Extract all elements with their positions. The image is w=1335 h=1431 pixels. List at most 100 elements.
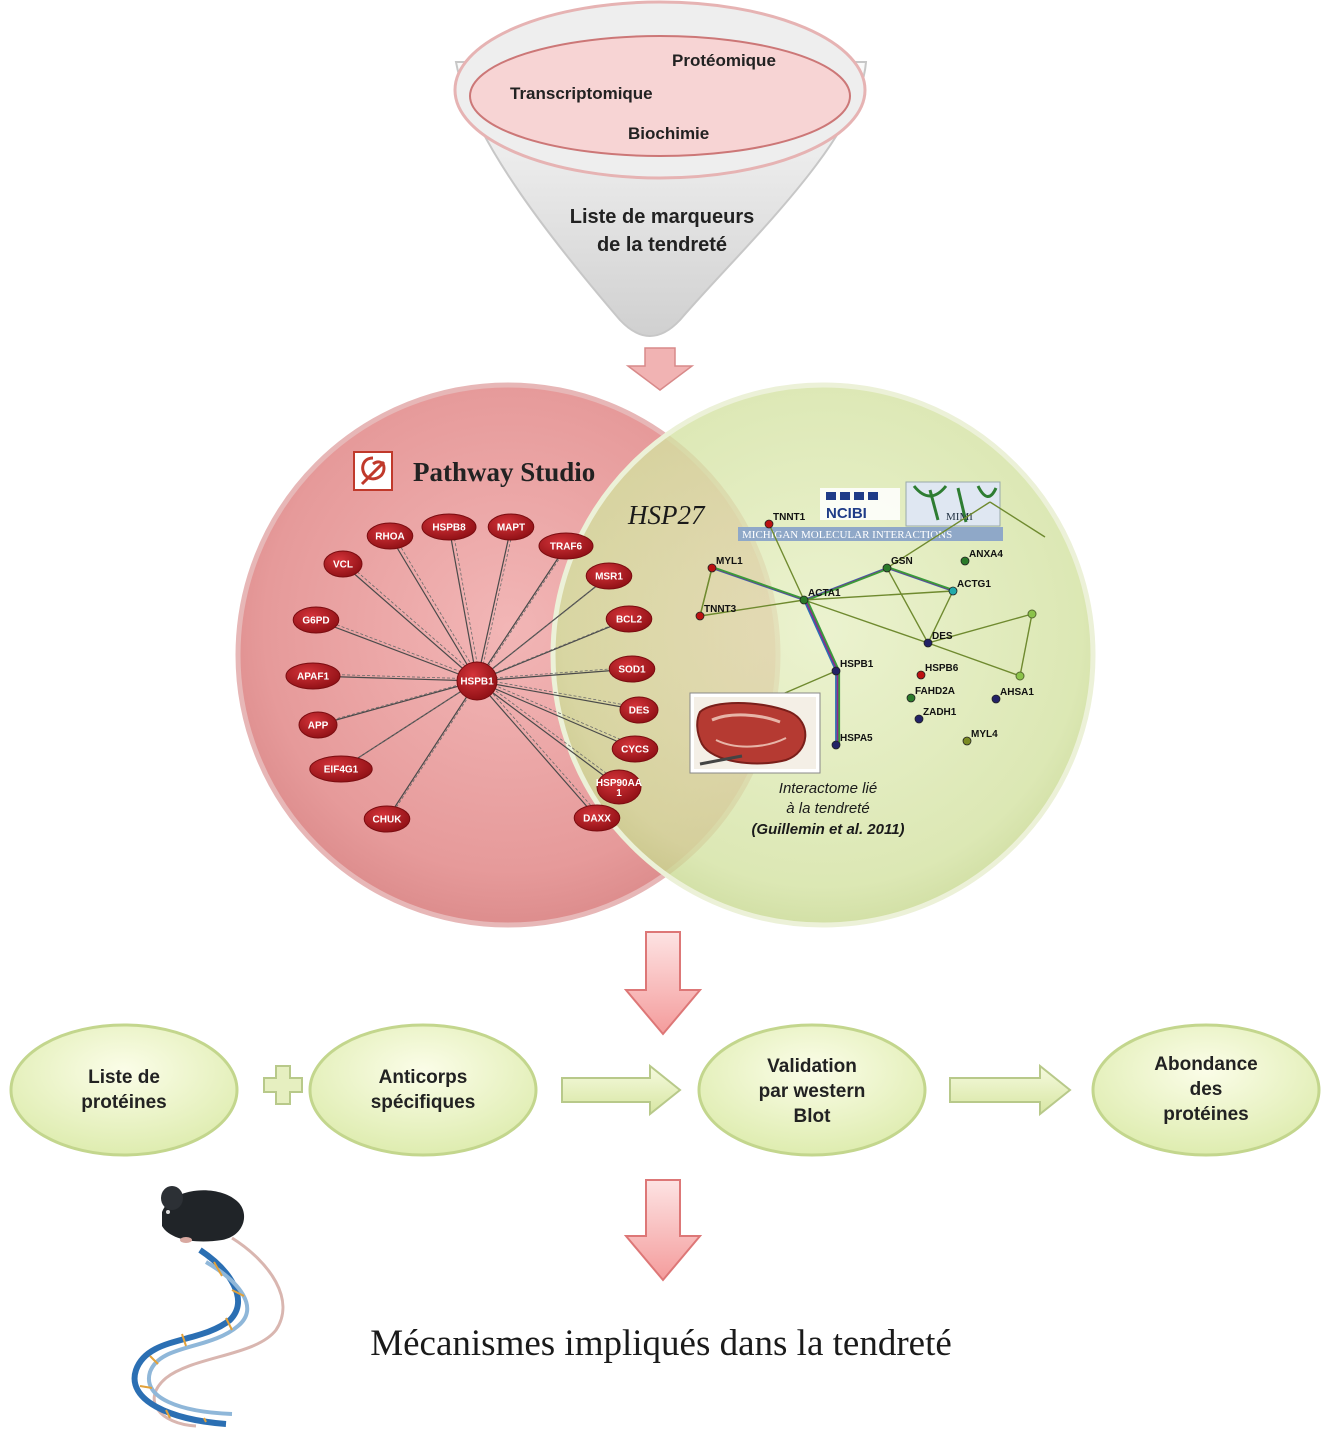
svg-text:NCIBI: NCIBI	[826, 505, 867, 522]
pathway-edge-traf6	[476, 544, 567, 682]
svg-text:HSP90AA: HSP90AA	[596, 778, 642, 789]
interactome-node-anxa4: ANXA4	[960, 549, 1003, 566]
interactome-node-myl4: MYL4	[962, 729, 998, 746]
pathway-node-chuk: CHUK	[363, 805, 411, 833]
pathway-node-des: DES	[619, 696, 659, 724]
pathway-edge-secondary-apaf1	[315, 673, 481, 680]
interactome-caption-line2: à la tendreté	[786, 800, 869, 817]
pathway-node-eif4g1: EIF4G1	[309, 755, 373, 783]
svg-text:ACTA1: ACTA1	[808, 588, 841, 599]
pathway-edge-app	[316, 680, 478, 727]
pathway-node-sod1: SOD1	[608, 655, 656, 683]
interactome-node-gsn: GSN	[882, 556, 913, 573]
pathway-node-apaf1: APAF1	[285, 662, 341, 690]
mimi-logo: MIMI	[905, 481, 1001, 527]
interactome-edge-gsn-des	[886, 567, 929, 644]
svg-text:MYL1: MYL1	[716, 556, 743, 567]
pathway-edge-secondary-mapt	[479, 524, 515, 680]
interactome-junction-0	[1027, 609, 1037, 619]
svg-text:HSPB8: HSPB8	[432, 523, 466, 534]
pathway-edge-daxx	[476, 680, 598, 819]
svg-text:1: 1	[616, 788, 622, 799]
svg-text:FAHD2A: FAHD2A	[915, 686, 955, 697]
svg-text:MAPT: MAPT	[497, 523, 525, 534]
interactome-edge-extra-2	[927, 642, 1021, 677]
pathway-edge-secondary-chuk	[389, 678, 481, 818]
interactome-edge-extra-5	[803, 590, 954, 601]
workflow-step-protein-abundance: Abondance des protéines	[1091, 1023, 1321, 1157]
data-funnel: Protéomique Transcriptomique Biochimie L…	[453, 0, 868, 337]
pathway-edge-secondary-traf6	[479, 543, 570, 680]
pathway-node-mapt: MAPT	[487, 513, 535, 541]
pathway-studio-logo	[353, 451, 393, 491]
arrow-down-to-conclusion	[623, 1179, 703, 1282]
svg-text:CHUK: CHUK	[373, 815, 403, 826]
svg-text:HSPB1: HSPB1	[840, 659, 874, 670]
pathway-network-edges	[311, 524, 643, 821]
pathway-node-bcl2: BCL2	[605, 605, 653, 633]
pathway-edge-des	[476, 680, 641, 713]
funnel-output-line2: de la tendreté	[597, 234, 727, 256]
svg-text:APAF1: APAF1	[297, 672, 329, 683]
svg-text:des: des	[1190, 1079, 1223, 1100]
workflow-step-antibodies: Anticorps spécifiques	[308, 1023, 538, 1157]
funnel-input-proteomics: Protéomique	[672, 51, 776, 70]
interactome-junction-1	[1015, 671, 1025, 681]
interactome-caption-line1: Interactome lié	[779, 780, 877, 797]
pathway-edge-g6pd	[314, 618, 478, 682]
arrow-right-1	[561, 1063, 682, 1117]
pathway-edge-bcl2	[476, 617, 631, 682]
pathway-node-app: APP	[298, 711, 338, 739]
svg-text:spécifiques: spécifiques	[371, 1092, 476, 1113]
pathway-edge-secondary-hsp90aa-1	[479, 678, 623, 786]
svg-text:TRAF6: TRAF6	[550, 542, 583, 553]
arrow-down-to-workflow	[623, 931, 703, 1036]
svg-text:ANXA4: ANXA4	[969, 549, 1003, 560]
mouse-dna-illustration	[131, 1186, 285, 1428]
pathway-edge-secondary-hspb8	[451, 524, 481, 680]
interactome-edge-tnnt3-acta1	[699, 599, 805, 617]
interactome-node-ahsa1: AHSA1	[991, 687, 1034, 704]
svg-text:MIMI: MIMI	[946, 511, 973, 523]
pathway-edge-secondary-bcl2	[479, 616, 633, 680]
svg-text:Abondance: Abondance	[1154, 1054, 1257, 1075]
pathway-edge-secondary-sod1	[479, 666, 636, 680]
pathway-node-rhoa: RHOA	[366, 522, 414, 550]
interactome-edge-acta1-gsn	[806, 567, 891, 601]
svg-text:MYL4: MYL4	[971, 729, 998, 740]
interactome-caption-line3: (Guillemin et al. 2011)	[751, 821, 904, 838]
mimi-banner: MICHIGAN MOLECULAR INTERACTIONS	[742, 529, 952, 541]
svg-text:HSPA5: HSPA5	[840, 733, 873, 744]
interactome-node-fahd2a: FAHD2A	[906, 686, 955, 703]
svg-text:ZADH1: ZADH1	[923, 707, 957, 718]
funnel-input-transcriptomics: Transcriptomique	[510, 84, 653, 103]
pathway-edge-secondary-daxx	[479, 678, 601, 817]
funnel-input-biochemistry: Biochimie	[628, 124, 709, 143]
plus-icon	[263, 1065, 303, 1105]
svg-text:EIF4G1: EIF4G1	[324, 765, 359, 776]
svg-text:protéines: protéines	[1163, 1104, 1249, 1125]
interactome-edge-myl1-acta1	[714, 567, 808, 601]
interactome-edge-myl1-tnnt3	[699, 567, 713, 617]
interactome-node-tnnt1: TNNT1	[764, 512, 806, 529]
svg-text:SOD1: SOD1	[618, 665, 646, 676]
svg-text:BCL2: BCL2	[616, 615, 643, 626]
pathway-node-traf6: TRAF6	[538, 532, 594, 560]
interactome-edge-extra-3	[886, 501, 991, 569]
interactome-node-tnnt3: TNNT3	[695, 604, 737, 621]
svg-text:Blot: Blot	[794, 1106, 832, 1127]
interactome-edge-extra-1	[1019, 613, 1033, 677]
interactome-node-actg1: ACTG1	[948, 579, 991, 596]
svg-text:HSPB1: HSPB1	[460, 677, 494, 688]
hsp27-overlap-label: HSP27	[627, 500, 706, 530]
pathway-edge-cycs	[476, 680, 637, 750]
svg-text:VCL: VCL	[333, 560, 353, 571]
pathway-edge-chuk	[386, 680, 478, 821]
pathway-node-hspb1: HSPB1	[456, 661, 498, 701]
svg-text:MSR1: MSR1	[595, 572, 623, 583]
svg-text:DES: DES	[629, 706, 650, 717]
workflow-step-protein-list: Liste de protéines	[9, 1023, 239, 1157]
svg-text:protéines: protéines	[81, 1092, 167, 1113]
